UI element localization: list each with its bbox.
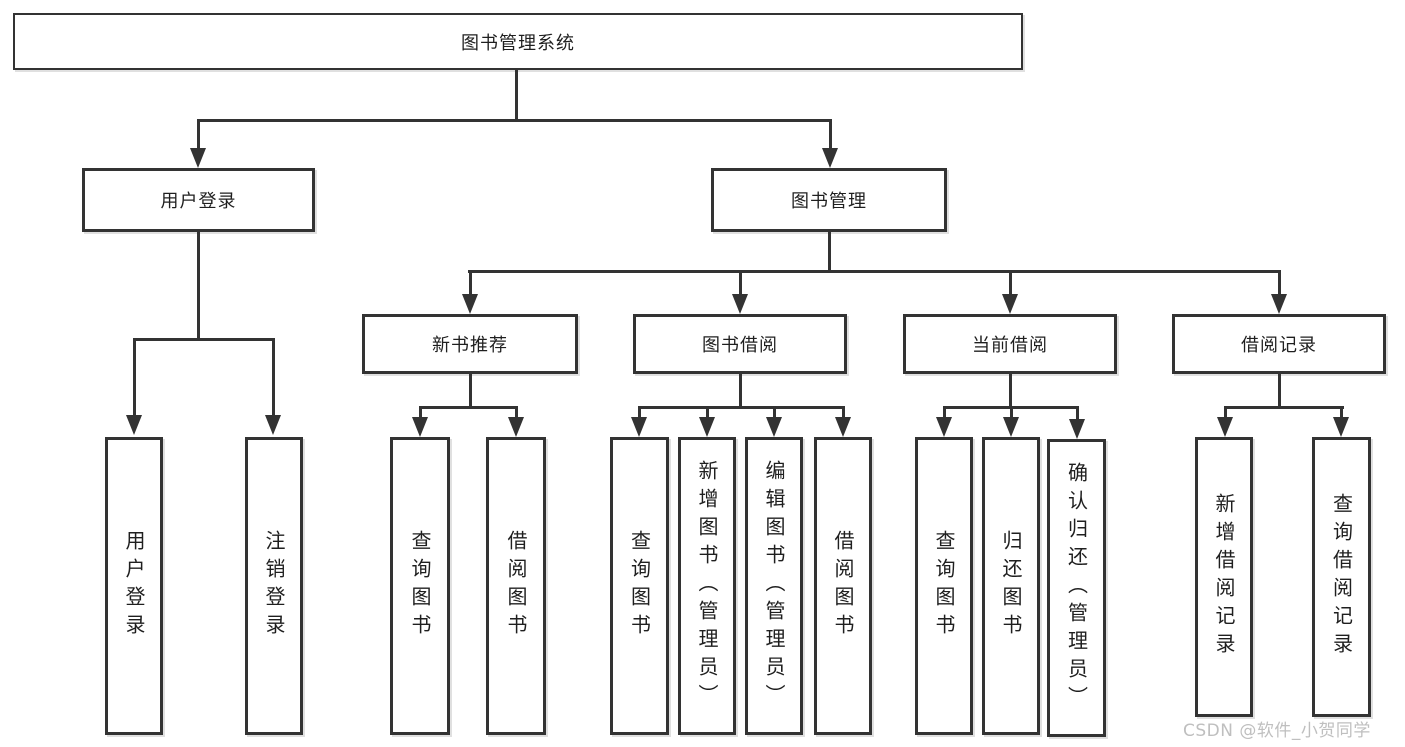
connector-borrow-stem	[739, 374, 742, 408]
connector-to-leaf-logout	[272, 338, 275, 418]
arrowhead-leaf-query-current	[936, 417, 952, 437]
leaf-edit-book-admin-label: 编辑图书（管理员）	[762, 460, 786, 712]
leaf-logout: 注销登录	[245, 437, 303, 735]
leaf-query-books-recommend: 查询图书	[390, 437, 450, 735]
connector-root-bar	[197, 119, 832, 122]
connector-current-stem	[1009, 374, 1012, 408]
node-current-borrow-label: 当前借阅	[972, 335, 1048, 356]
leaf-user-login: 用户登录	[105, 437, 163, 735]
leaf-confirm-return-admin: 确认归还（管理员）	[1047, 439, 1106, 737]
connector-book-management-bar	[468, 270, 1281, 273]
arrowhead-current-borrow	[1002, 294, 1018, 314]
leaf-borrow-books-recommend: 借阅图书	[486, 437, 546, 735]
leaf-confirm-return-admin-label: 确认归还（管理员）	[1064, 462, 1089, 714]
connector-book-management-stem	[828, 232, 831, 273]
connector-to-current-borrow	[1009, 270, 1012, 297]
arrowhead-leaf-borrow-book	[835, 417, 851, 437]
arrowhead-leaf-add-book	[699, 417, 715, 437]
connector-to-leaf-query-record	[1340, 406, 1343, 419]
connector-to-leaf-borrow-recommend	[515, 406, 518, 419]
arrowhead-leaf-edit-book	[766, 417, 782, 437]
connector-records-bar	[1224, 406, 1344, 409]
connector-to-book-borrow	[739, 270, 742, 297]
arrowhead-leaf-query-record	[1333, 417, 1349, 437]
connector-records-stem	[1278, 374, 1281, 408]
arrowhead-leaf-logout	[265, 415, 281, 435]
leaf-query-books-borrow-label: 查询图书	[627, 530, 652, 642]
node-book-borrow: 图书借阅	[633, 314, 847, 374]
arrowhead-book-management	[822, 148, 838, 168]
arrowhead-leaf-add-record	[1217, 417, 1233, 437]
node-borrow-records: 借阅记录	[1172, 314, 1386, 374]
node-book-management: 图书管理	[711, 168, 947, 232]
connector-to-book-management	[829, 119, 832, 152]
arrowhead-leaf-confirm-return	[1069, 419, 1085, 439]
leaf-query-borrow-record-label: 查询借阅记录	[1329, 493, 1354, 661]
node-new-book-recommend-label: 新书推荐	[432, 335, 508, 356]
leaf-query-books-current: 查询图书	[915, 437, 973, 735]
leaf-borrow-books-borrow-label: 借阅图书	[831, 530, 855, 642]
leaf-add-book-admin-label: 新增图书（管理员）	[695, 460, 719, 712]
leaf-add-borrow-record-label: 新增借阅记录	[1212, 493, 1236, 661]
connector-root-stem	[515, 70, 518, 122]
leaf-query-borrow-record: 查询借阅记录	[1312, 437, 1371, 717]
connector-to-leaf-add-book	[706, 406, 709, 419]
arrowhead-borrow-records	[1271, 294, 1287, 314]
connector-to-leaf-query-recommend	[419, 406, 422, 419]
leaf-add-book-admin: 新增图书（管理员）	[678, 437, 736, 735]
arrowhead-leaf-borrow-recommend	[508, 417, 524, 437]
node-new-book-recommend: 新书推荐	[362, 314, 578, 374]
connector-borrow-bar	[638, 406, 845, 409]
leaf-query-books-recommend-label: 查询图书	[408, 530, 432, 642]
connector-recommend-bar	[419, 406, 518, 409]
leaf-add-borrow-record: 新增借阅记录	[1195, 437, 1253, 717]
node-borrow-records-label: 借阅记录	[1241, 335, 1317, 356]
connector-to-user-login	[197, 119, 200, 152]
node-user-login: 用户登录	[82, 168, 315, 232]
arrowhead-leaf-query-borrow	[631, 417, 647, 437]
connector-user-login-bar	[133, 338, 274, 341]
leaf-query-books-current-label: 查询图书	[932, 530, 956, 642]
leaf-logout-label: 注销登录	[262, 530, 286, 642]
arrowhead-user-login	[190, 148, 206, 168]
leaf-user-login-label: 用户登录	[122, 530, 146, 642]
connector-to-leaf-user-login	[133, 338, 136, 418]
connector-to-leaf-query-borrow	[638, 406, 641, 419]
node-book-management-label: 图书管理	[791, 191, 867, 212]
connector-user-login-stem	[197, 232, 200, 338]
connector-to-leaf-edit-book	[773, 406, 776, 419]
connector-to-leaf-confirm-return	[1076, 406, 1079, 419]
connector-to-new-book-recommend	[469, 270, 472, 297]
leaf-borrow-books-recommend-label: 借阅图书	[504, 530, 528, 642]
connector-to-borrow-records	[1278, 270, 1281, 297]
node-book-borrow-label: 图书借阅	[702, 335, 778, 356]
csdn-watermark: CSDN @软件_小贺同学	[1183, 721, 1371, 741]
leaf-return-book: 归还图书	[982, 437, 1040, 735]
connector-to-leaf-return-book	[1010, 406, 1013, 419]
leaf-return-book-label: 归还图书	[999, 530, 1023, 642]
arrowhead-leaf-user-login	[126, 415, 142, 435]
arrowhead-book-borrow	[732, 294, 748, 314]
arrowhead-leaf-query-recommend	[412, 417, 428, 437]
connector-recommend-stem	[469, 374, 472, 408]
connector-to-leaf-add-record	[1224, 406, 1227, 419]
connector-to-leaf-borrow-book	[842, 406, 845, 419]
leaf-query-books-borrow: 查询图书	[610, 437, 669, 735]
connector-to-leaf-query-current	[943, 406, 946, 419]
arrowhead-leaf-return-book	[1003, 417, 1019, 437]
node-root: 图书管理系统	[13, 13, 1023, 70]
node-root-label: 图书管理系统	[461, 32, 575, 54]
node-current-borrow: 当前借阅	[903, 314, 1117, 374]
leaf-borrow-books-borrow: 借阅图书	[814, 437, 872, 735]
node-user-login-label: 用户登录	[160, 191, 237, 212]
arrowhead-new-book-recommend	[462, 294, 478, 314]
leaf-edit-book-admin: 编辑图书（管理员）	[745, 437, 803, 735]
